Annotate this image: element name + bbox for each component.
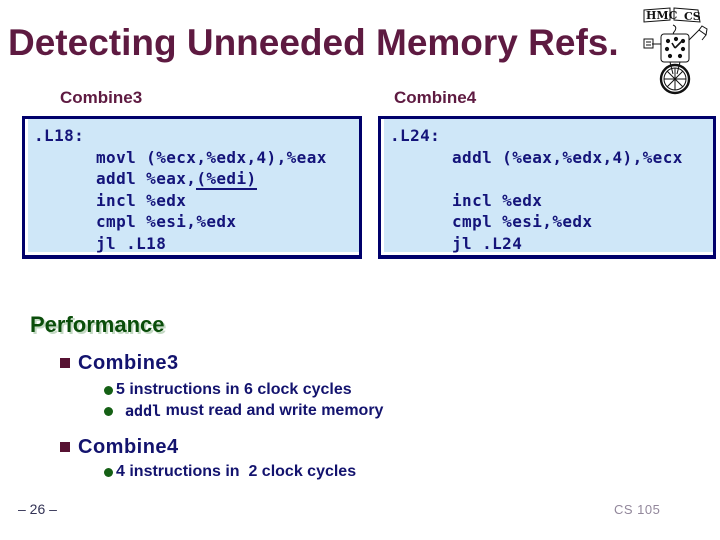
asm-line: addl %eax,(%edi) xyxy=(34,168,359,190)
bullet-item-combine4: Combine4 xyxy=(60,436,179,459)
bullet-item-combine3: Combine3 xyxy=(60,352,179,375)
bullet-item-label: Combine3 xyxy=(78,352,179,374)
asm-line: cmpl %esi,%edx xyxy=(452,212,593,231)
bullet-item-label: Combine4 xyxy=(78,436,179,458)
logo-text-hmc: HMC xyxy=(646,9,678,22)
asm-line: jl .L24 xyxy=(452,233,523,253)
circle-bullet-icon xyxy=(104,468,113,477)
sub-bullet-mono: addl xyxy=(116,402,162,420)
asm-line xyxy=(390,168,713,190)
sub-bullet-text: 4 instructions in 2 clock cycles xyxy=(116,463,357,480)
asm-line: incl %edx xyxy=(452,190,543,210)
asm-line: .L24: xyxy=(390,126,441,145)
code-box-combine3: .L18: movl (%ecx,%edx,4),%eax addl %eax,… xyxy=(22,116,362,259)
course-label: CS 105 xyxy=(614,502,661,517)
square-bullet-icon xyxy=(60,442,70,452)
hmc-cs-logo-icon: HMC CS xyxy=(636,2,716,101)
sub-bullet-text: 5 instructions in 6 clock cycles xyxy=(116,381,352,398)
asm-code-combine3: .L18: movl (%ecx,%edx,4),%eax addl %eax,… xyxy=(25,119,359,254)
asm-underlined-operand: (%edi) xyxy=(196,169,257,190)
square-bullet-icon xyxy=(60,358,70,368)
logo-text-cs: CS xyxy=(684,10,701,23)
page-number: – 26 – xyxy=(18,501,57,517)
code-panel-header-combine4: Combine4 xyxy=(394,88,477,107)
page-title: Detecting Unneeded Memory Refs. xyxy=(8,22,619,63)
asm-line: addl (%eax,%edx,4),%ecx xyxy=(452,147,683,167)
asm-line: movl (%ecx,%edx,4),%eax xyxy=(96,147,327,167)
sub-bullet-text: must read and write memory xyxy=(161,402,384,419)
asm-line: incl %edx xyxy=(96,190,187,210)
code-panel-header-combine3: Combine3 xyxy=(60,88,143,107)
asm-line-prefix: addl %eax, xyxy=(96,169,197,188)
sub-bullet-item: addl must read and write memory xyxy=(104,402,383,420)
asm-line: jl .L18 xyxy=(96,233,167,253)
asm-line: .L18: xyxy=(34,126,85,145)
code-box-combine4: .L24: addl (%eax,%edx,4),%ecx incl %edx … xyxy=(378,116,716,259)
asm-code-combine4: .L24: addl (%eax,%edx,4),%ecx incl %edx … xyxy=(381,119,713,254)
sub-bullet-item: 4 instructions in 2 clock cycles xyxy=(104,463,356,481)
sub-bullet-item: 5 instructions in 6 clock cycles xyxy=(104,381,352,399)
asm-line: cmpl %esi,%edx xyxy=(96,212,237,231)
unicycle-clock-drawing: HMC CS xyxy=(643,7,708,95)
circle-bullet-icon xyxy=(104,386,113,395)
circle-bullet-icon xyxy=(104,407,113,416)
performance-heading: Performance xyxy=(30,312,165,337)
